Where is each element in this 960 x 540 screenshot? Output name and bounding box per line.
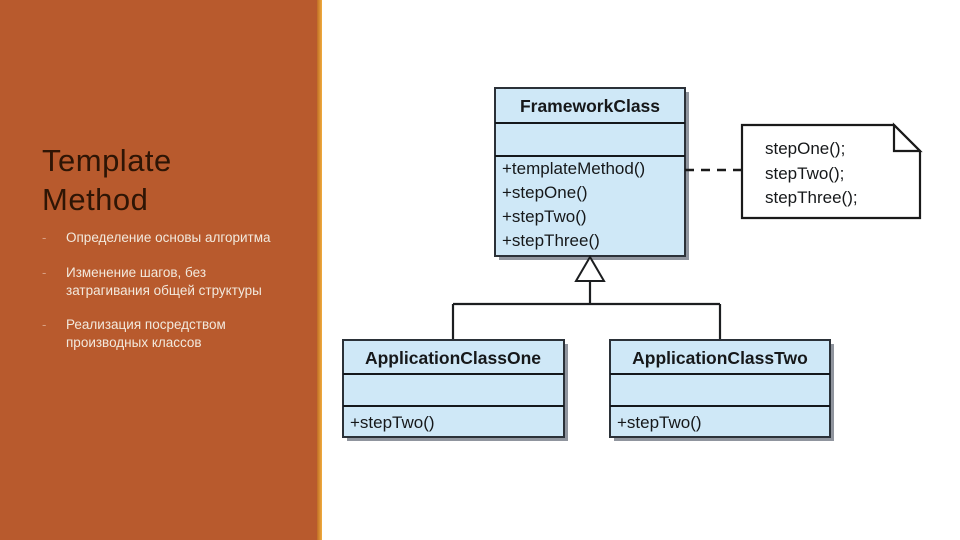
framework-class-method: +stepOne() (502, 183, 588, 202)
note-line: stepThree(); (765, 188, 858, 207)
bullet-item: - Определение основы алгоритма (40, 229, 272, 247)
framework-class-name: FrameworkClass (520, 96, 660, 116)
uml-note: stepOne(); stepTwo(); stepThree(); (740, 122, 923, 220)
application-class-two-method: +stepTwo() (617, 413, 702, 432)
application-class-two-name: ApplicationClassTwo (632, 348, 808, 368)
application-class-one-name: ApplicationClassOne (365, 348, 541, 368)
diagram-area: FrameworkClass +templateMethod() +stepOn… (320, 0, 960, 540)
bullet-dash-icon: - (42, 317, 47, 333)
note-line: stepTwo(); (765, 164, 844, 183)
bullet-item: - Изменение шагов, без затрагивания обще… (40, 264, 272, 300)
application-class-one: ApplicationClassOne +stepTwo() (342, 339, 568, 441)
framework-class-method: +templateMethod() (502, 159, 645, 178)
bullet-item: - Реализация посредством производных кла… (40, 316, 272, 352)
slide-title: Template Method (42, 143, 172, 218)
note-fold-icon (892, 122, 923, 153)
generalization-arrow-icon (574, 255, 606, 282)
bullet-dash-icon: - (42, 230, 47, 245)
bullet-text: Реализация посредством производных класс… (66, 317, 226, 351)
framework-class-method: +stepThree() (502, 231, 600, 250)
note-line: stepOne(); (765, 139, 845, 158)
bullet-list: - Определение основы алгоритма - Изменен… (40, 229, 272, 369)
application-class-one-method: +stepTwo() (350, 413, 435, 432)
inheritance-connectors (451, 255, 722, 340)
framework-class: FrameworkClass +templateMethod() +stepOn… (494, 87, 689, 260)
bullet-dash-icon: - (42, 264, 47, 280)
application-class-one-box (342, 339, 565, 438)
uml-diagram: FrameworkClass +templateMethod() +stepOn… (342, 87, 923, 441)
bullet-text: Определение основы алгоритма (66, 230, 271, 245)
sidebar: Template Method - Определение основы алг… (0, 0, 322, 540)
framework-class-method: +stepTwo() (502, 207, 587, 226)
application-class-two: ApplicationClassTwo +stepTwo() (609, 339, 834, 441)
application-class-two-box (609, 339, 831, 438)
note-box (740, 123, 922, 220)
accent-stripe (317, 0, 322, 540)
framework-class-box (494, 87, 686, 257)
bullet-text: Изменение шагов, без затрагивания общей … (66, 264, 262, 298)
